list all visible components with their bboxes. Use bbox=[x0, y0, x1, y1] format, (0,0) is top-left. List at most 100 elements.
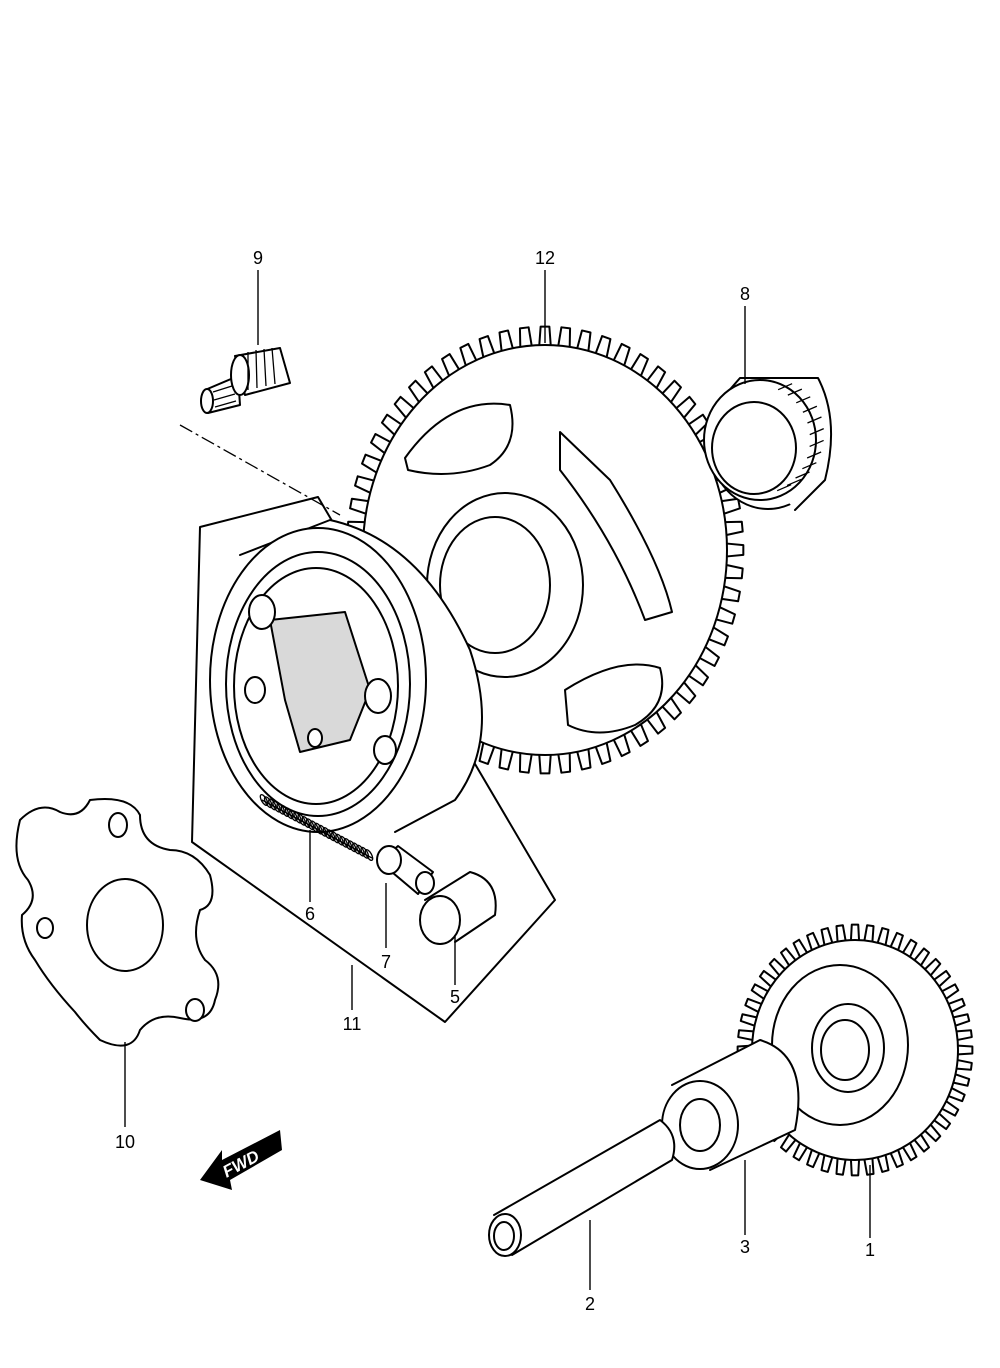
callout-3: 3 bbox=[740, 1237, 750, 1257]
gear-tooth bbox=[913, 947, 931, 967]
gear-tooth bbox=[630, 723, 649, 747]
callout-5: 5 bbox=[450, 987, 460, 1007]
gear-tooth bbox=[923, 957, 942, 977]
gear-tooth bbox=[498, 748, 514, 771]
gear-tooth bbox=[806, 931, 821, 952]
gear-tooth bbox=[792, 1142, 809, 1162]
bearing-needle bbox=[786, 478, 802, 487]
bearing-needle bbox=[795, 396, 811, 404]
gear-tooth bbox=[630, 353, 649, 377]
bearing-needle bbox=[776, 484, 792, 492]
gear-tooth bbox=[806, 1148, 821, 1169]
gear-tooth bbox=[594, 741, 612, 765]
gear-tooth bbox=[768, 957, 787, 977]
gear-tooth bbox=[923, 1123, 942, 1143]
gear-tooth bbox=[459, 342, 478, 367]
one-way-clutch bbox=[209, 519, 483, 833]
bearing-needle bbox=[777, 383, 793, 391]
gear-tooth bbox=[750, 983, 769, 1000]
gear-tooth bbox=[956, 1044, 974, 1056]
callout-6: 6 bbox=[305, 904, 315, 924]
gear-tooth bbox=[724, 520, 744, 536]
gear-tooth bbox=[594, 335, 612, 359]
gear-tooth bbox=[952, 1013, 971, 1027]
gear-tooth bbox=[820, 927, 834, 946]
roller bbox=[419, 871, 497, 945]
gear-tooth bbox=[349, 497, 370, 515]
gear-tooth bbox=[498, 329, 514, 352]
gear-tooth bbox=[941, 983, 960, 1000]
gear-tooth bbox=[720, 585, 741, 603]
gear-tooth bbox=[955, 1059, 973, 1071]
gear-tooth bbox=[646, 710, 667, 735]
callout-2: 2 bbox=[585, 1294, 595, 1314]
gear-tooth bbox=[739, 1013, 758, 1027]
callout-1: 1 bbox=[865, 1240, 875, 1260]
gear-tooth bbox=[933, 1112, 952, 1131]
shaft bbox=[488, 1119, 676, 1257]
gear-tooth bbox=[538, 753, 552, 775]
washer-plate bbox=[15, 798, 220, 1047]
gear-tooth bbox=[933, 969, 952, 988]
bearing-needle bbox=[802, 462, 817, 470]
spring-coil bbox=[364, 849, 374, 861]
gear-tooth bbox=[955, 1029, 973, 1041]
gear-tooth bbox=[820, 1154, 834, 1173]
gear-tooth bbox=[725, 542, 745, 558]
gear-tooth bbox=[901, 938, 918, 958]
bearing-needle bbox=[787, 388, 803, 396]
gear-tooth bbox=[758, 969, 777, 988]
gear-tooth bbox=[720, 497, 741, 515]
gear-tooth bbox=[737, 1029, 755, 1041]
callout-8: 8 bbox=[740, 284, 750, 304]
gear-tooth bbox=[849, 923, 861, 942]
gear-tooth bbox=[724, 564, 744, 580]
bearing-needle bbox=[795, 471, 810, 479]
gear-tooth bbox=[518, 752, 533, 774]
callout-9: 9 bbox=[253, 248, 263, 268]
gear-tooth bbox=[557, 752, 572, 774]
bushing bbox=[661, 1039, 800, 1171]
gear-tooth bbox=[423, 365, 444, 390]
gear-tooth bbox=[889, 1148, 904, 1169]
spring bbox=[259, 794, 374, 861]
gear-tooth bbox=[576, 329, 592, 352]
gear-tooth bbox=[441, 353, 460, 377]
callout-12: 12 bbox=[535, 248, 555, 268]
gear-tooth bbox=[576, 748, 592, 771]
bearing-needle bbox=[806, 451, 822, 459]
gear-tooth bbox=[707, 626, 729, 647]
gear-tooth bbox=[779, 1133, 797, 1153]
gear-tooth bbox=[715, 606, 736, 625]
gear-tooth bbox=[835, 924, 847, 943]
gear-tooth bbox=[354, 475, 375, 494]
gear-tooth bbox=[876, 927, 890, 946]
gear-tooth bbox=[947, 997, 966, 1013]
gear-tooth bbox=[876, 1154, 890, 1173]
gear-tooth bbox=[370, 433, 392, 455]
gear-tooth bbox=[557, 326, 572, 348]
gear-tooth bbox=[947, 1087, 966, 1103]
callout-10: 10 bbox=[115, 1132, 135, 1152]
clutch-assembly-outline bbox=[191, 496, 556, 1023]
bearing-needle bbox=[809, 428, 825, 436]
bearing-needle bbox=[802, 405, 818, 413]
gear-tooth bbox=[941, 1100, 960, 1117]
gear-tooth bbox=[361, 453, 383, 474]
gear-tooth bbox=[478, 335, 496, 359]
arrow-left-icon: FWD bbox=[200, 1130, 282, 1190]
needle-bearing bbox=[703, 377, 833, 511]
gear-tooth bbox=[849, 1158, 861, 1177]
plunger-pin bbox=[376, 845, 435, 895]
reduction-gear bbox=[736, 923, 974, 1177]
gear-tooth bbox=[792, 938, 809, 958]
gear-tooth bbox=[612, 733, 631, 758]
gear-tooth bbox=[835, 1157, 847, 1176]
axis-line bbox=[179, 424, 341, 516]
gear-tooth bbox=[744, 997, 763, 1013]
gear-tooth bbox=[952, 1073, 971, 1087]
callout-11: 11 bbox=[343, 1014, 362, 1034]
gear-tooth bbox=[478, 741, 496, 765]
gear-tooth bbox=[779, 947, 797, 967]
